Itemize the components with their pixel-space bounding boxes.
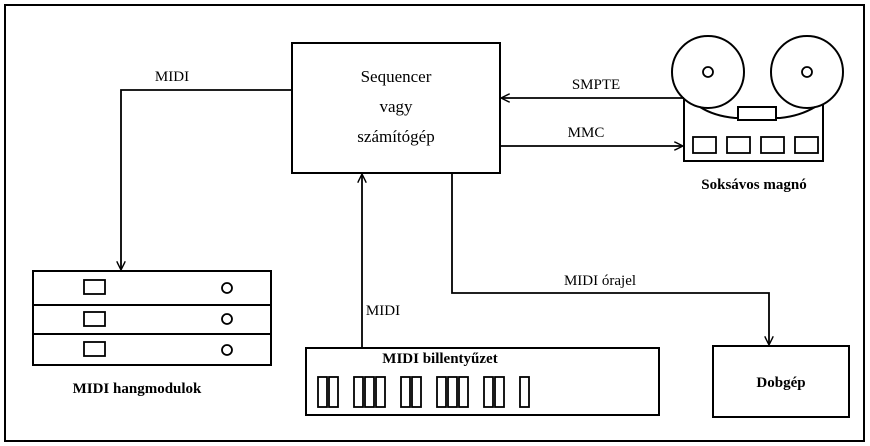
tape-reel-right-hub bbox=[802, 67, 812, 77]
sound-modules-rack: MIDI hangmodulok bbox=[33, 271, 271, 397]
sound-module-2 bbox=[33, 305, 271, 334]
sound-module-1-display bbox=[84, 280, 105, 294]
keyboard-key bbox=[459, 377, 468, 407]
sound-module-1 bbox=[33, 271, 271, 305]
arrow-midi-clock bbox=[452, 173, 769, 344]
keyboard-key bbox=[437, 377, 446, 407]
keyboard-key bbox=[401, 377, 410, 407]
sound-module-2-knob bbox=[222, 314, 232, 324]
sequencer-label-line1: Sequencer bbox=[361, 67, 432, 86]
sound-modules-label: MIDI hangmodulok bbox=[73, 381, 202, 397]
keyboard-key bbox=[484, 377, 493, 407]
label-smpte: SMPTE bbox=[572, 77, 620, 93]
keyboard-key bbox=[412, 377, 421, 407]
keyboard-key bbox=[318, 377, 327, 407]
drum-machine-label: Dobgép bbox=[756, 375, 805, 391]
label-midi-out: MIDI bbox=[155, 69, 189, 85]
arrow-midi-to-modules bbox=[121, 90, 292, 269]
sound-module-3 bbox=[33, 334, 271, 365]
keyboard-key bbox=[329, 377, 338, 407]
keyboard-label: MIDI billentyűzet bbox=[382, 351, 497, 367]
label-midi-clock: MIDI órajel bbox=[564, 273, 636, 289]
keyboard-key bbox=[354, 377, 363, 407]
midi-keyboard: MIDI billentyűzet bbox=[306, 348, 659, 415]
label-midi-in: MIDI bbox=[366, 303, 400, 319]
tape-recorder: Soksávos magnó bbox=[672, 36, 843, 193]
sound-module-3-display bbox=[84, 342, 105, 356]
label-mmc: MMC bbox=[568, 125, 605, 141]
sound-module-1-knob bbox=[222, 283, 232, 293]
sequencer-label-line2: vagy bbox=[379, 97, 413, 116]
keyboard-key bbox=[365, 377, 374, 407]
tape-button-4 bbox=[795, 137, 818, 153]
tape-button-3 bbox=[761, 137, 784, 153]
drum-machine: Dobgép bbox=[713, 346, 849, 417]
tape-reel-left-hub bbox=[703, 67, 713, 77]
sequencer-label-line3: számítógép bbox=[357, 127, 434, 146]
keyboard-key bbox=[495, 377, 504, 407]
sound-module-3-knob bbox=[222, 345, 232, 355]
sound-module-2-display bbox=[84, 312, 105, 326]
tape-recorder-label: Soksávos magnó bbox=[701, 177, 806, 193]
tape-button-1 bbox=[693, 137, 716, 153]
tape-button-2 bbox=[727, 137, 750, 153]
keyboard-key bbox=[376, 377, 385, 407]
tape-head bbox=[738, 107, 776, 120]
sequencer-box: Sequencer vagy számítógép bbox=[292, 43, 500, 173]
keyboard-key bbox=[448, 377, 457, 407]
keyboard-key bbox=[520, 377, 529, 407]
